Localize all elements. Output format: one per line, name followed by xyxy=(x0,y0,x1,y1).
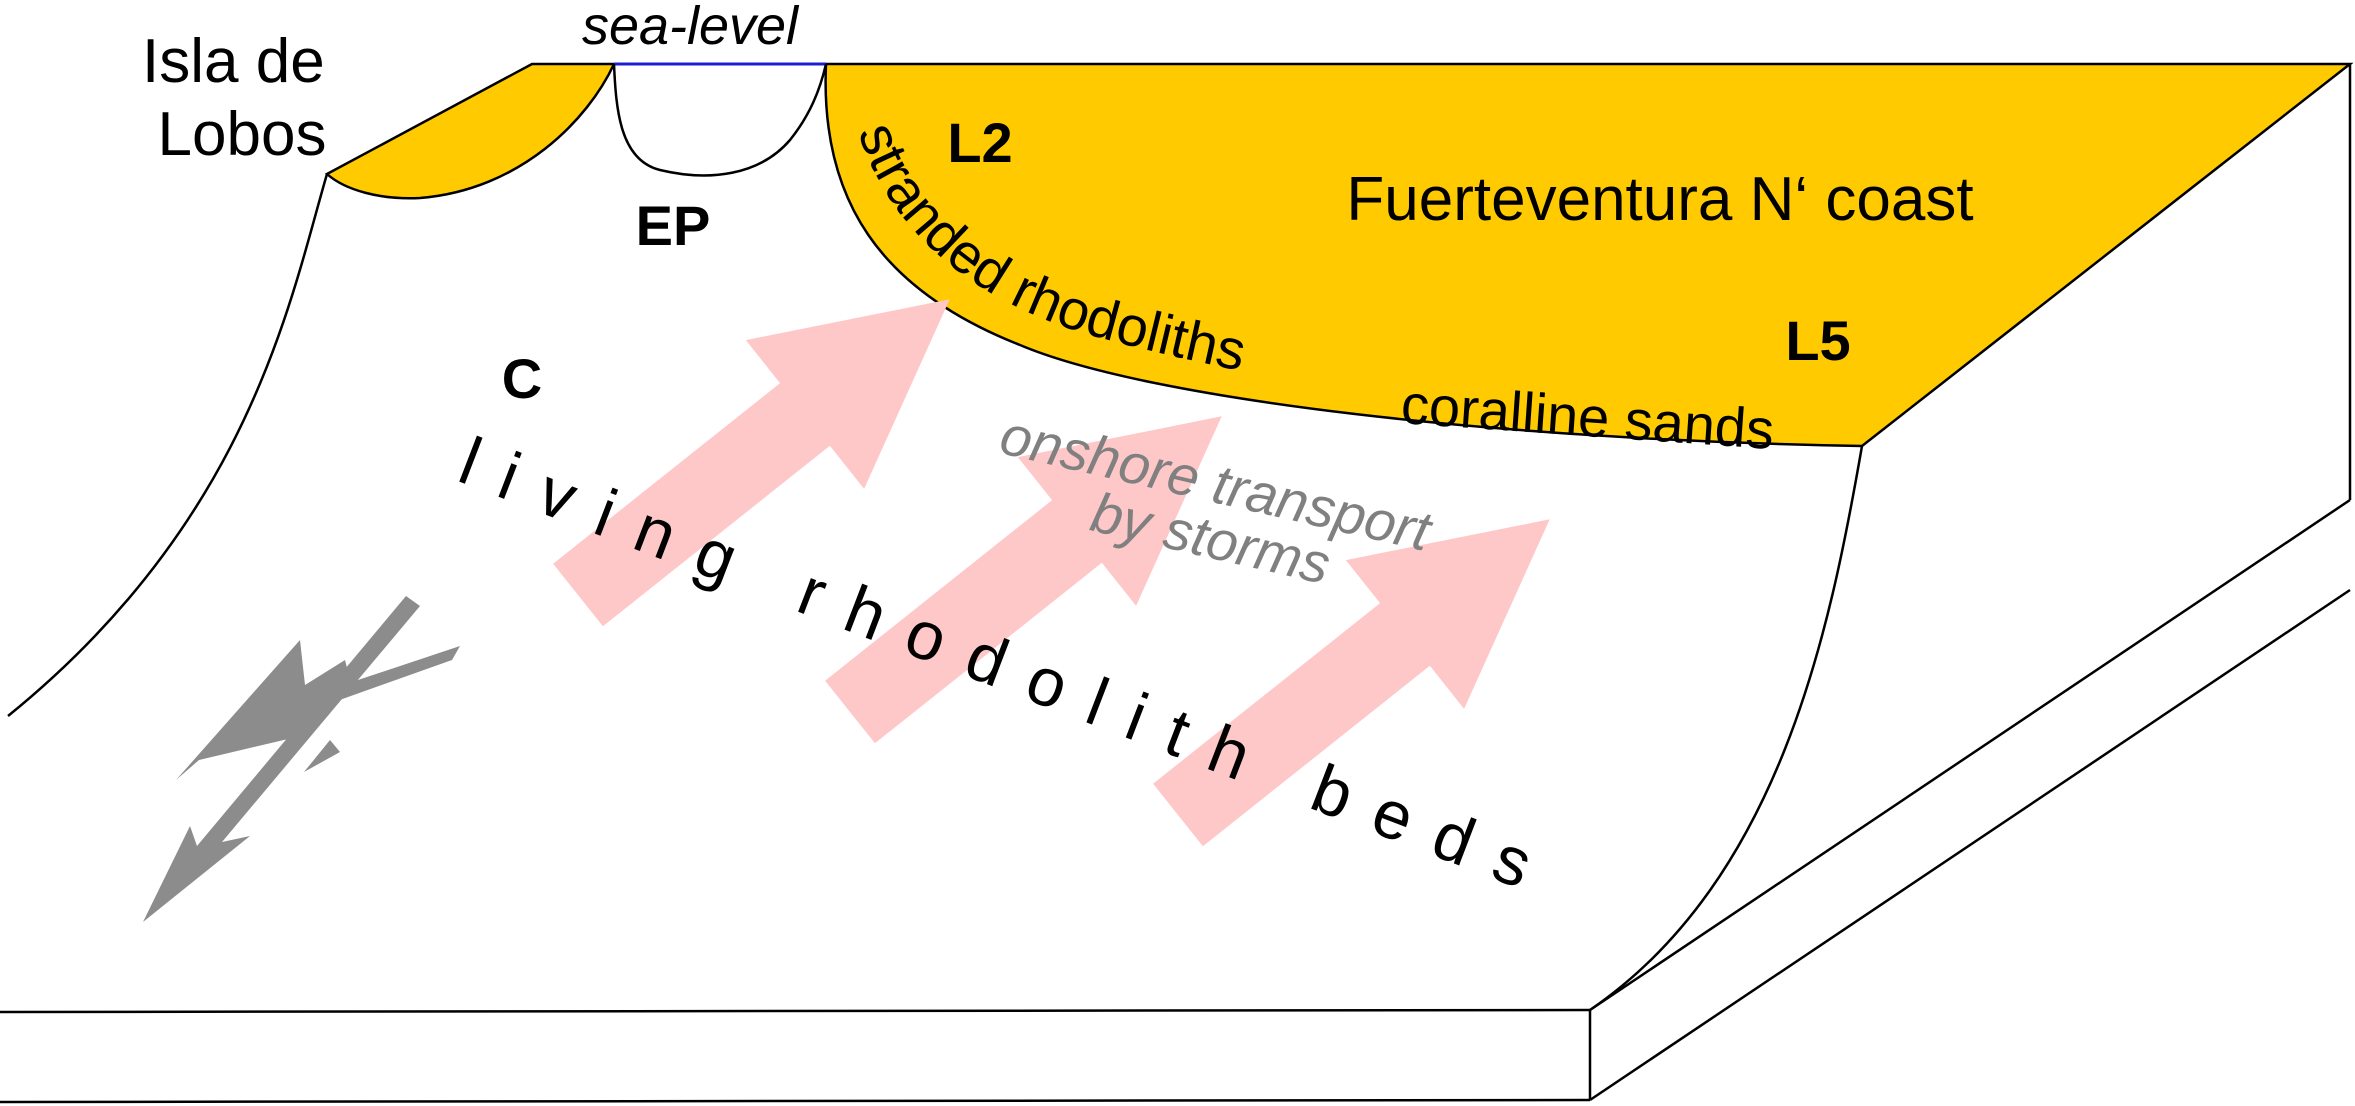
isla-de-lobos-line-2: Lobos xyxy=(158,100,327,169)
isla-de-lobos-label: Isla de Lobos xyxy=(142,27,342,169)
transport-arrow xyxy=(825,416,1222,744)
l5-label: L5 xyxy=(1785,309,1850,372)
transport-arrows xyxy=(553,299,1550,847)
isla-de-lobos-line-1: Isla de xyxy=(142,27,325,96)
ep-label: EP xyxy=(636,194,711,257)
fuerteventura-coast-land xyxy=(824,62,2354,448)
coast-label: Fuerteventura N‘ coast xyxy=(1346,165,1973,234)
isla-de-lobos-land xyxy=(324,62,616,200)
sea-level-label: sea-level xyxy=(582,0,800,56)
block-outline xyxy=(0,64,2352,1104)
transport-arrow xyxy=(553,299,950,627)
embayment-outline xyxy=(612,63,828,177)
north-arrow-icon xyxy=(143,596,460,922)
l2-label: L2 xyxy=(947,111,1012,174)
transport-arrow xyxy=(1153,519,1550,847)
c-label: C xyxy=(502,347,542,410)
